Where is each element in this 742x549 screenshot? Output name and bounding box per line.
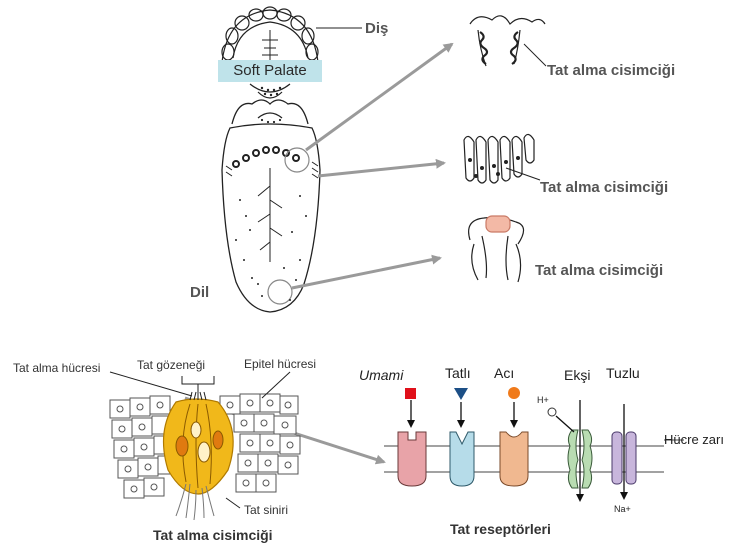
dil-label: Dil — [190, 285, 209, 300]
umami-receptor — [398, 388, 426, 486]
tatli-label: Tatlı — [445, 366, 471, 380]
receptors-caption: Tat reseptörleri — [450, 522, 551, 536]
bud3-label: Tat alma cisimciği — [535, 263, 663, 278]
bitter-ligand — [508, 387, 520, 399]
eksi-label: Ekşi — [564, 368, 590, 382]
tongue — [222, 100, 320, 312]
bud-caption: Tat alma cisimciği — [153, 528, 273, 542]
bud1-label: Tat alma cisimciği — [547, 63, 675, 78]
tat-gozenegi-label: Tat gözeneği — [137, 359, 205, 371]
cell-membrane — [384, 440, 684, 472]
h-ion-label: H+ — [537, 396, 549, 405]
sour-channel — [548, 400, 592, 500]
mouth-palate — [222, 7, 318, 98]
tat-alma-hucresi-label: Tat alma hücresi — [13, 362, 100, 374]
epitel-hucresi-label: Epitel hücresi — [244, 358, 316, 370]
soft-palate-label: Soft Palate — [218, 60, 322, 82]
bud1-leader — [524, 44, 546, 66]
aci-label: Acı — [494, 366, 514, 380]
dis-label: Diş — [365, 21, 388, 36]
umami-ligand — [405, 388, 416, 399]
bud-cross-section — [110, 390, 302, 520]
taste-bud-1 — [470, 16, 545, 66]
taste-bud-2 — [464, 134, 534, 183]
sweet-ligand — [454, 388, 468, 400]
bud2-leader — [506, 168, 540, 180]
sweet-receptor — [450, 388, 474, 486]
taste-bud-3 — [469, 216, 524, 282]
tat-siniri-label: Tat siniri — [244, 504, 288, 516]
h-ion — [548, 408, 556, 416]
salt-channel — [612, 404, 636, 498]
hucre-zari-label: Hücre zarı — [664, 433, 724, 446]
tuzlu-label: Tuzlu — [606, 366, 640, 380]
na-ion-label: Na+ — [614, 505, 631, 514]
bud2-label: Tat alma cisimciği — [540, 180, 668, 195]
bitter-receptor — [500, 387, 528, 486]
umami-label: Umami — [359, 368, 403, 382]
